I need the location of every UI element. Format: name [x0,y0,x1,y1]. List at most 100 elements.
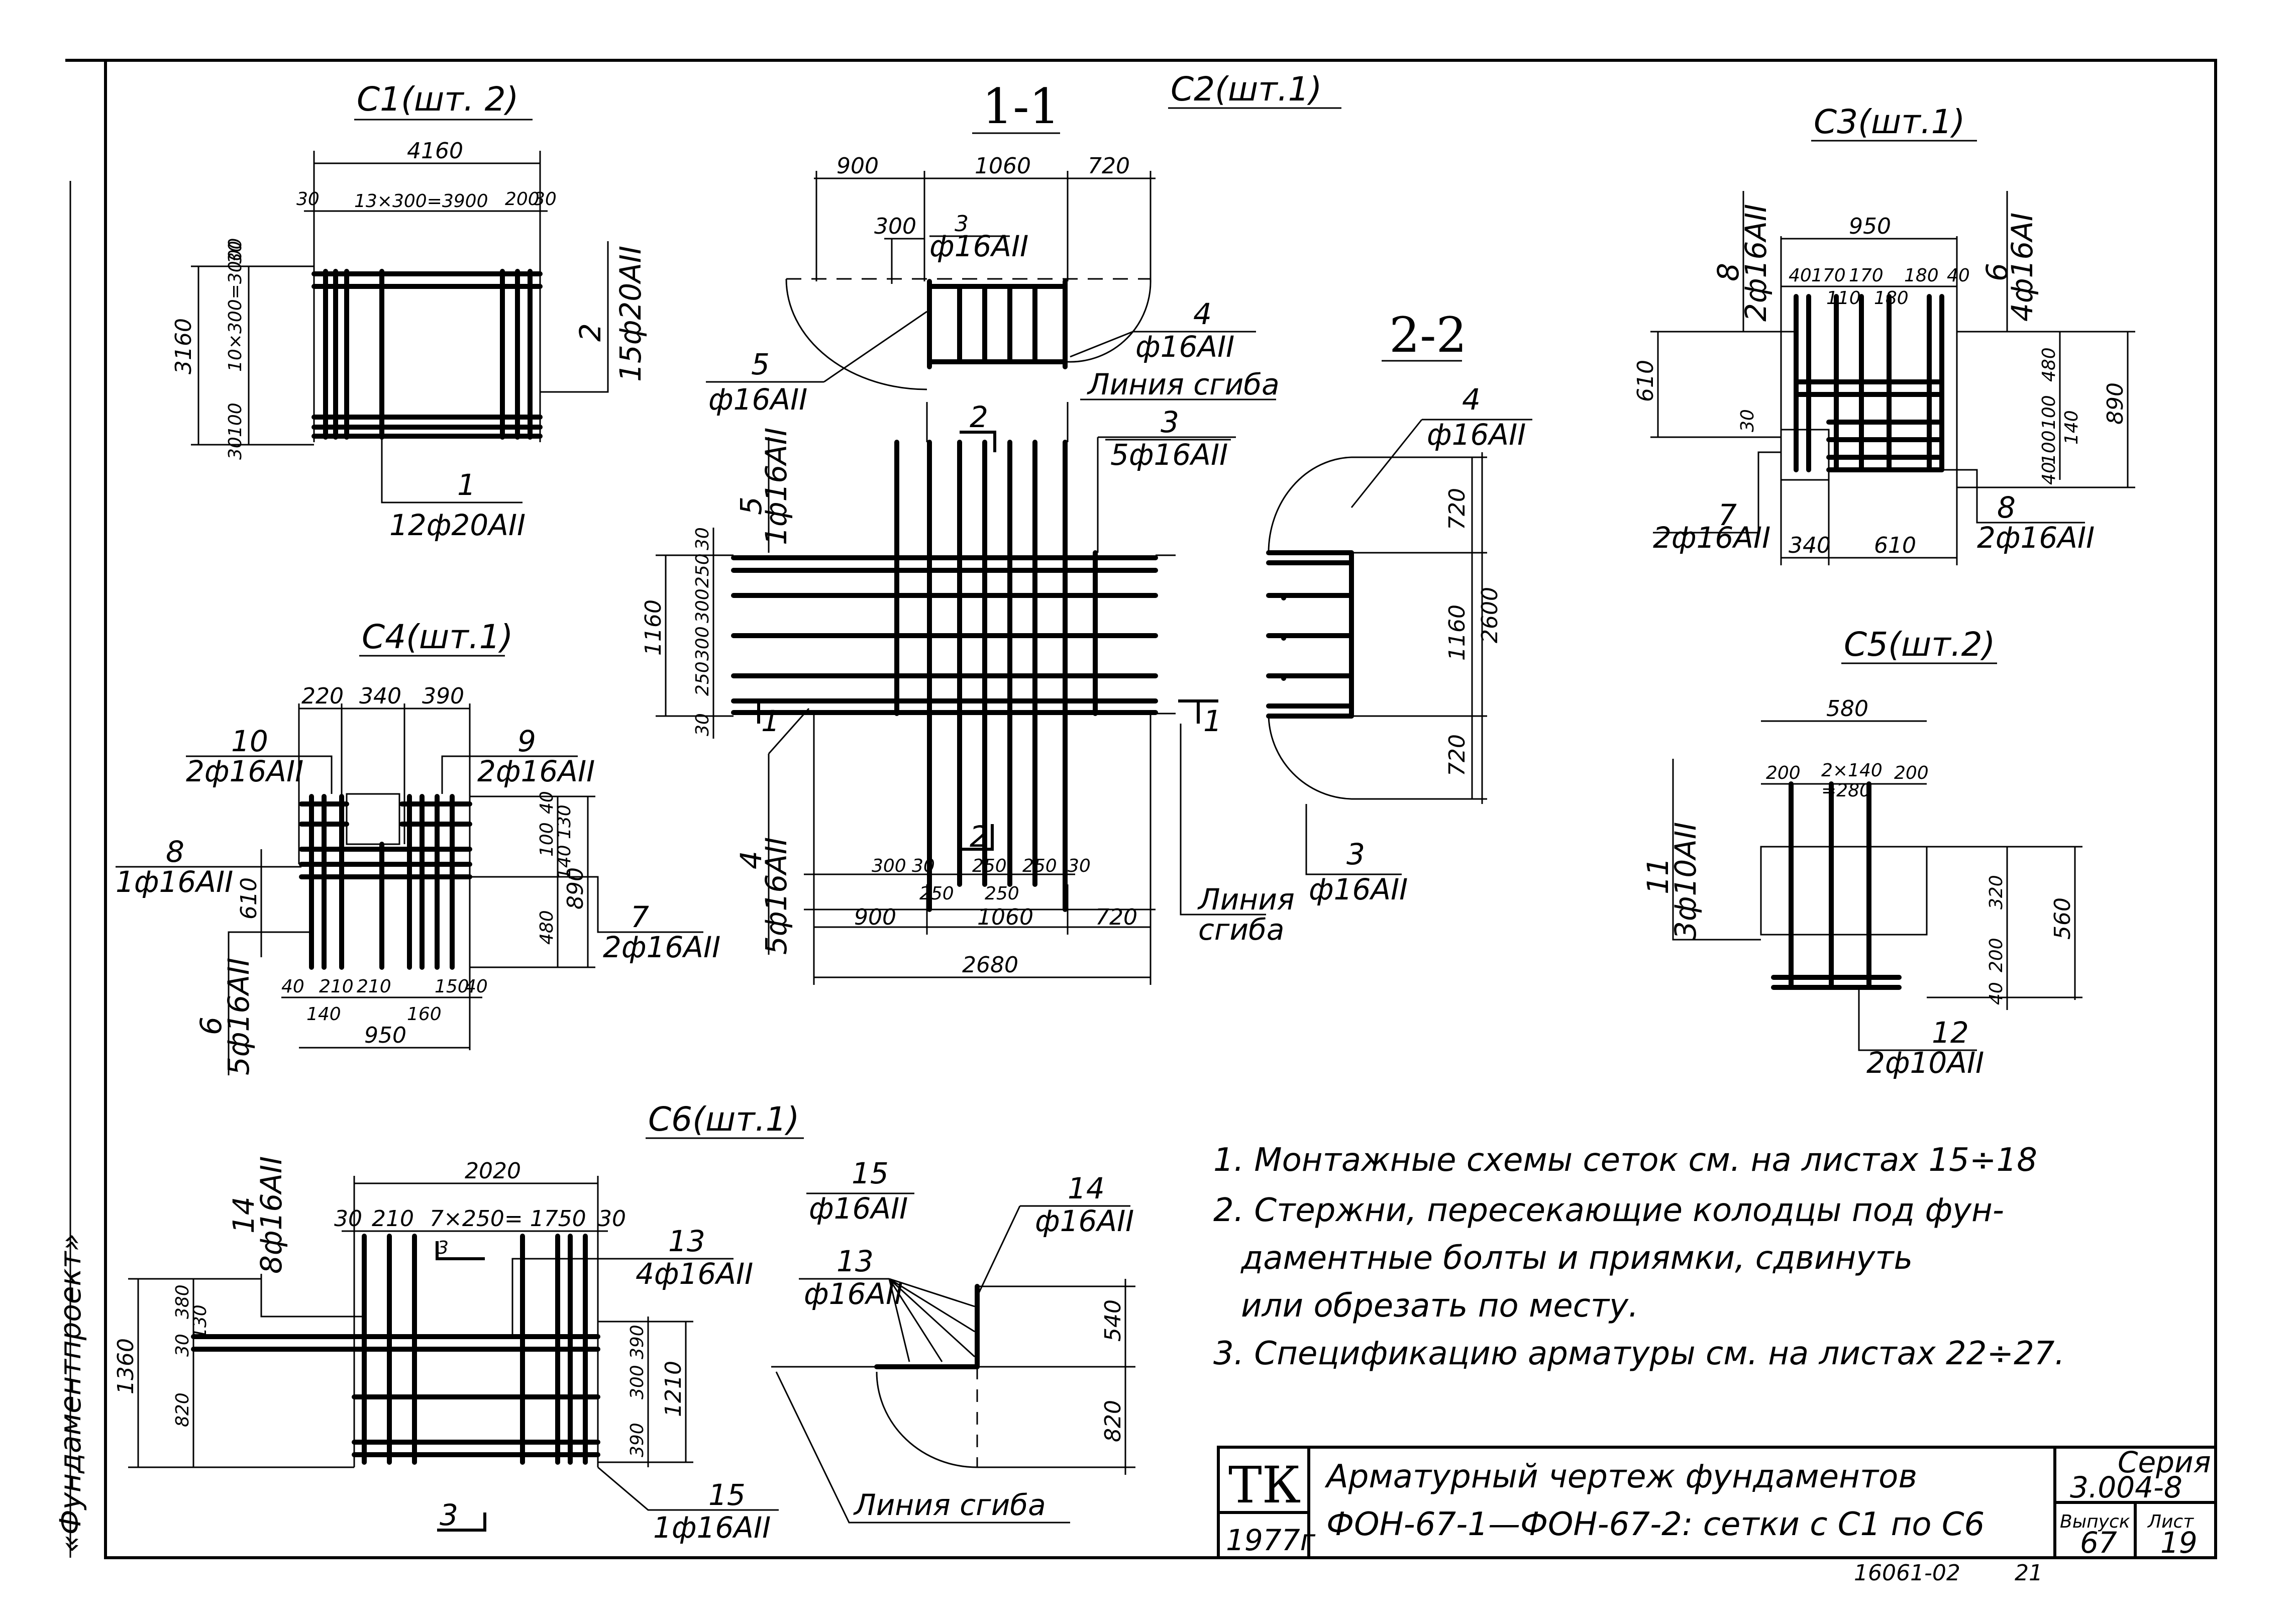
c4-pos8-mark: 8 [166,835,184,869]
s11-title: 1-1 [982,78,1060,135]
note-1: 1. Монтажные схемы сеток см. на листах 1… [1213,1142,2037,1179]
s22-dim: 720 [1444,488,1470,530]
s33-bend-leader [775,1371,1070,1524]
c4-leader-10 [186,755,333,794]
c4-pos7-mark: 7 [631,900,649,934]
c2-dim-left-total: 1160 [641,599,666,656]
c6-section-mark-bottom [437,1512,486,1532]
c1-dim-chain: 30 [534,189,557,210]
c5-pos12-mark: 12 [1932,1016,1969,1050]
c2-dim-left-chain: 250 [692,553,713,588]
c3-dim-left: 610 [1633,360,1658,402]
c2-dim-bottom-chain1: 250 [1022,856,1057,876]
c1-dim-chain-h: 10×300=3000 [225,238,246,372]
c4-pos6-mark: 6 [194,1017,228,1035]
series: 3.004-8 [2070,1470,2182,1504]
c4-leader-6 [228,931,311,1075]
c3-pos8-mark: 8 [1711,263,1745,281]
s11-pos5-mark: 5 [751,347,770,381]
c3-dim-right-chain: 40 [2039,462,2059,485]
mesh-c3: С3(шт.1) 950 40 170 170 180 40 110 180 [1633,103,2135,565]
s11-bend-right [1067,278,1152,363]
c4-pos6-label: 5ф16АII [222,958,256,1075]
c2-dim-left-chain: 300 [692,626,713,661]
c4-bars [299,794,472,970]
c4-dim-bottom-chain: 210 [319,976,354,997]
s11-pos4-mark: 4 [1193,297,1212,331]
s22-pos3-label: ф16АII [1309,872,1408,906]
c6-section-mark-top-label: 3 [437,1238,449,1258]
s11-bend-line: Линия сгиба [1087,367,1280,401]
c3-leader-8b [1942,469,2085,524]
c3-dim-right-total: 890 [2103,382,2128,425]
c2-bend-line-2: сгиба [1198,913,1284,947]
c3-dim-30: 30 [1737,409,1758,432]
c3-dim-chain: 40 [1789,265,1812,286]
c2-pos5-label: 1ф16АII [759,428,793,545]
s11-dim: 1060 [975,153,1031,179]
c2-pos3-mark: 3 [1161,405,1179,439]
s22-pos3-mark: 3 [1346,837,1365,871]
c6-pos13-mark: 13 [668,1224,705,1258]
s22-bend-top [1268,456,1352,553]
c6-pos15-label: 1ф16АII [653,1510,771,1545]
c6-title: С6(шт.1) [648,1100,799,1139]
c1-dim-chain: 13×300=3900 [354,191,488,212]
c3-pos6-mark: 6 [1980,263,2014,281]
drawing-title-1: Арматурный чертеж фундаментов [1324,1458,1917,1495]
c2-dim-total: 2680 [962,952,1018,978]
section-2-2: 2-2 4 ф16АII 720 1160 720 2600 [1266,307,1532,906]
s22-dim: 720 [1444,734,1470,776]
c6-pos14-mark: 14 [227,1196,261,1234]
c6-dim-w: 2020 [465,1158,521,1184]
c5-dim-right: 200 [1986,938,2007,972]
c5-pos11-mark: 11 [1641,857,1675,894]
c4-dim-right-chain: 140 [554,845,575,879]
sheet-frame [104,59,2217,1559]
c6-dim-chain: 30 [598,1206,626,1232]
s11-bend-left [785,278,927,390]
c2-vertical-bars [894,440,1098,912]
c4-pos10-mark: 10 [231,724,268,758]
c2-pos4-mark: 4 [734,851,768,869]
year: 1977г [1226,1523,1316,1557]
c3-dim-right-chain: 140 [2061,410,2082,445]
s22-bend-bottom [1268,713,1352,800]
s22-dim-total: 2600 [1477,587,1503,643]
note-2-cont: даментные болты и приямки, сдвинуть [1240,1240,1913,1277]
note-3: 3. Спецификацию арматуры см. на листах 2… [1213,1335,2065,1372]
c4-title: С4(шт.1) [362,618,513,656]
c2-section-1b-label: 1 [1203,704,1222,738]
s22-title: 2-2 [1389,307,1467,363]
c3-pos8b-mark: 8 [1997,490,2016,525]
c2-dim-bottom-chain1: 30 [1068,856,1091,876]
c2-dim-bottom-main: 1060 [977,904,1033,930]
c1-vertical-bars [323,269,533,440]
c3-dim-bottom: 340 [1789,533,1831,558]
s11-pos5-label: ф16АII [708,382,807,417]
c6-section-mark-top [436,1241,485,1260]
c1-dim-chain-h: 30 [225,241,246,264]
c4-dim-bottom-chain: 40 [465,976,488,997]
c5-dim-w: 580 [1826,696,1868,722]
c6-pos15-mark: 15 [708,1478,746,1512]
c1-pos1-mark: 1 [457,468,476,502]
c6-pos14-label: 8ф16АII [254,1156,288,1274]
c5-dim-chain: 200 [1766,763,1801,783]
c5-bars [1771,781,1902,990]
c2-section-1-label: 1 [761,704,780,738]
c6-dim-right-chain: 390 [627,1325,648,1359]
mesh-c4: С4(шт.1) 220 340 390 10 2ф16АI [116,618,720,1075]
c6-dim-chain: 210 [372,1206,414,1232]
c1-dim-chain: 30 [296,189,320,210]
c4-pos7-label: 2ф16АII [603,930,720,964]
c2-dim-bottom-chain2: 250 [919,883,954,904]
mesh-c2: С2(шт.1) 3 5ф16АII [641,70,1341,985]
c4-pos9-mark: 9 [517,724,536,758]
c6-section-mark-bottom-label: 3 [440,1498,458,1532]
c4-leader-9 [441,755,578,794]
c6-dim-right-chain: 300 [627,1365,648,1399]
section-3-3: 15 ф16АII 14 ф16АII 13 ф16АII 540 820 Ли… [771,1156,1135,1524]
c2-dim-left-chain: 300 [692,588,713,623]
